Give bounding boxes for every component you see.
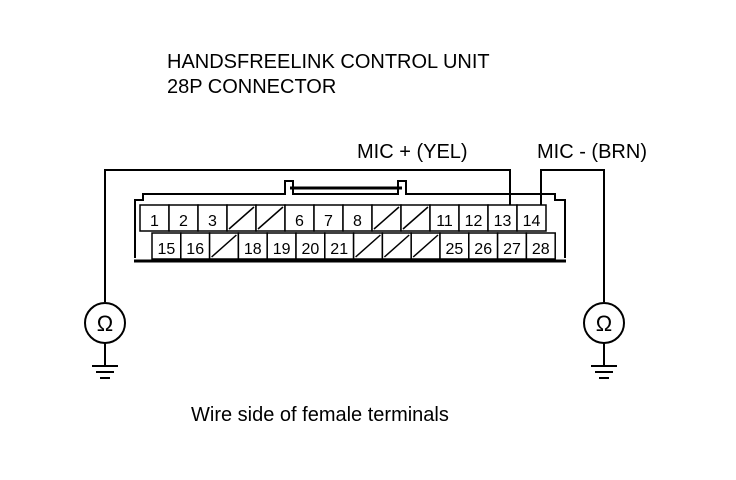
connector-bottom-row: 15 16 18 19 20 21 25 26 27 28 — [151, 232, 556, 260]
terminal-number: 18 — [244, 241, 262, 258]
left-ground-icon — [92, 343, 118, 379]
unused-terminal-slash — [355, 234, 381, 258]
top-terminal-empty-9 — [371, 204, 402, 232]
top-terminal-14: 14 — [516, 204, 547, 232]
bottom-terminal-empty-8 — [352, 232, 384, 260]
bottom-terminal-18: 18 — [237, 232, 268, 260]
bottom-terminal-26: 26 — [468, 232, 499, 260]
top-terminal-empty-4 — [226, 204, 257, 232]
unused-terminal-slash — [211, 234, 237, 258]
terminal-number: 19 — [273, 241, 291, 258]
bottom-terminal-empty-9 — [381, 232, 412, 260]
terminal-number: 20 — [302, 241, 320, 258]
terminal-number: 16 — [186, 241, 204, 258]
unused-terminal-slash — [228, 206, 255, 230]
bottom-terminal-19: 19 — [266, 232, 297, 260]
top-terminal-13: 13 — [487, 204, 518, 232]
mic-minus-label: MIC - (BRN) — [537, 141, 647, 163]
top-terminal-7: 7 — [313, 204, 344, 232]
terminal-number: 7 — [324, 213, 333, 230]
mic-plus-label: MIC + (YEL) — [357, 141, 468, 163]
terminal-number: 27 — [503, 241, 521, 258]
left-ohmmeter: Ω — [84, 302, 126, 344]
unused-terminal-slash — [402, 206, 429, 230]
top-terminal-12: 12 — [458, 204, 489, 232]
bottom-terminal-25: 25 — [439, 232, 470, 260]
top-terminal-empty-10 — [400, 204, 431, 232]
unused-terminal-slash — [412, 234, 439, 258]
top-terminal-empty-5 — [255, 204, 286, 232]
terminal-number: 13 — [494, 213, 512, 230]
terminal-number: 8 — [353, 213, 362, 230]
terminal-number: 6 — [295, 213, 304, 230]
bottom-terminal-21: 21 — [324, 232, 355, 260]
unused-terminal-slash — [383, 234, 410, 258]
top-terminal-1: 1 — [139, 204, 170, 232]
right-probe-wire — [540, 169, 605, 302]
top-terminal-3: 3 — [197, 204, 228, 232]
caption: Wire side of female terminals — [191, 404, 449, 426]
terminal-number: 3 — [208, 213, 217, 230]
unused-terminal-slash — [257, 206, 284, 230]
bottom-terminal-15: 15 — [151, 232, 182, 260]
terminal-number: 2 — [179, 213, 188, 230]
terminal-number: 1 — [150, 213, 159, 230]
bottom-terminal-27: 27 — [496, 232, 528, 260]
terminal-number: 25 — [446, 241, 464, 258]
terminal-number: 28 — [532, 241, 550, 258]
terminal-number: 21 — [330, 241, 348, 258]
title-line-2: 28P CONNECTOR — [167, 76, 337, 98]
terminal-number: 15 — [158, 241, 176, 258]
bottom-terminal-20: 20 — [295, 232, 326, 260]
top-terminal-11: 11 — [429, 204, 460, 232]
bottom-terminal-empty-3 — [208, 232, 240, 260]
title-line-1: HANDSFREELINK CONTROL UNIT — [167, 51, 490, 73]
unused-terminal-slash — [373, 206, 400, 230]
terminal-number: 14 — [523, 213, 541, 230]
terminal-number: 12 — [465, 213, 483, 230]
terminal-number: 26 — [474, 241, 492, 258]
right-ground-icon — [591, 343, 617, 379]
left-probe-wire — [104, 169, 511, 302]
connector-housing — [134, 180, 566, 263]
left-ohm-symbol: Ω — [97, 311, 113, 336]
bottom-terminal-28: 28 — [525, 232, 556, 260]
right-ohm-symbol: Ω — [596, 311, 612, 336]
top-terminal-8: 8 — [342, 204, 373, 232]
top-terminal-2: 2 — [168, 204, 199, 232]
bottom-terminal-empty-10 — [410, 232, 441, 260]
bottom-terminal-16: 16 — [180, 232, 211, 260]
right-ohmmeter: Ω — [583, 302, 625, 344]
terminal-number: 11 — [436, 213, 453, 230]
top-terminal-6: 6 — [284, 204, 315, 232]
